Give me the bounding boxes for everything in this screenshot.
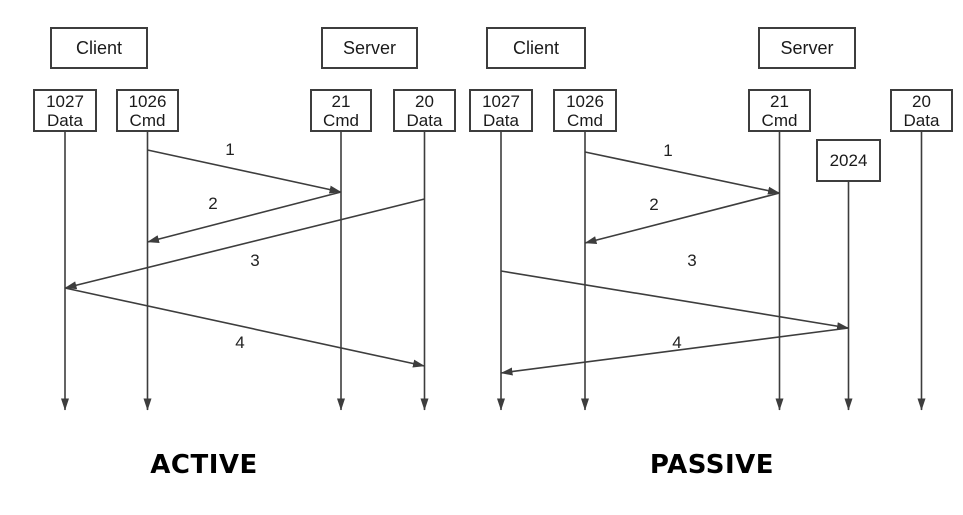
port-number: 1027: [482, 91, 520, 111]
port-number: 1027: [46, 91, 84, 111]
port-role: Data: [903, 110, 940, 130]
port-number: 20: [415, 91, 434, 111]
active-arrow-1: [147, 149, 342, 194]
port-role: Cmd: [129, 110, 166, 130]
active-message-4-label: 4: [235, 333, 245, 352]
passive-caption: PASSIVE: [649, 450, 775, 480]
port-number: 21: [331, 91, 351, 111]
port-role: Cmd: [567, 110, 603, 130]
passive-arrow-4: [500, 327, 849, 376]
passive-port-21-cmd-box: 21 Cmd: [748, 89, 811, 132]
passive-message-3-label: 3: [687, 251, 697, 270]
active-message-1-label: 1: [225, 140, 235, 159]
passive-arrow-1: [584, 151, 780, 195]
active-client-box: Client: [50, 27, 148, 69]
active-server-box: Server: [321, 27, 418, 69]
port-number: 21: [770, 91, 789, 111]
port-number: 2024: [829, 151, 868, 170]
active-message-arrows: [64, 149, 425, 368]
passive-message-4-label: 4: [672, 333, 682, 352]
active-message-2-label: 2: [208, 194, 218, 213]
port-number: 20: [912, 91, 931, 111]
port-role: Data: [47, 110, 83, 130]
port-role: Data: [406, 110, 443, 130]
active-arrow-2: [147, 191, 342, 243]
actor-label: Client: [512, 37, 560, 58]
passive-port-2024-box: 2024: [816, 139, 881, 182]
passive-message-2-label: 2: [649, 195, 659, 214]
port-role: Cmd: [761, 110, 798, 130]
active-caption: ACTIVE: [150, 450, 258, 480]
active-arrow-3: [64, 198, 425, 290]
active-arrow-4: [64, 287, 425, 368]
passive-server-box: Server: [758, 27, 856, 69]
port-number: 1026: [566, 91, 604, 111]
actor-label: Server: [780, 37, 834, 58]
passive-message-1-label: 1: [663, 141, 673, 160]
passive-arrow-2: [584, 192, 780, 245]
active-lifelines: [61, 132, 429, 411]
passive-message-arrows: [500, 151, 849, 376]
active-message-3-label: 3: [250, 251, 260, 270]
active-port-1027-data-box: 1027 Data: [33, 89, 97, 132]
port-role: Cmd: [323, 110, 359, 130]
passive-client-box: Client: [486, 27, 586, 69]
passive-port-20-data-box: 20 Data: [890, 89, 953, 132]
passive-port-1027-data-box: 1027 Data: [469, 89, 533, 132]
port-role: Data: [483, 110, 519, 130]
actor-label: Client: [75, 37, 123, 58]
actor-label: Server: [342, 37, 396, 58]
active-port-1026-cmd-box: 1026 Cmd: [116, 89, 179, 132]
passive-arrow-3: [500, 270, 849, 331]
passive-port-1026-cmd-box: 1026 Cmd: [553, 89, 617, 132]
active-port-21-cmd-box: 21 Cmd: [310, 89, 372, 132]
port-number: 1026: [128, 91, 167, 111]
active-port-20-data-box: 20 Data: [393, 89, 456, 132]
